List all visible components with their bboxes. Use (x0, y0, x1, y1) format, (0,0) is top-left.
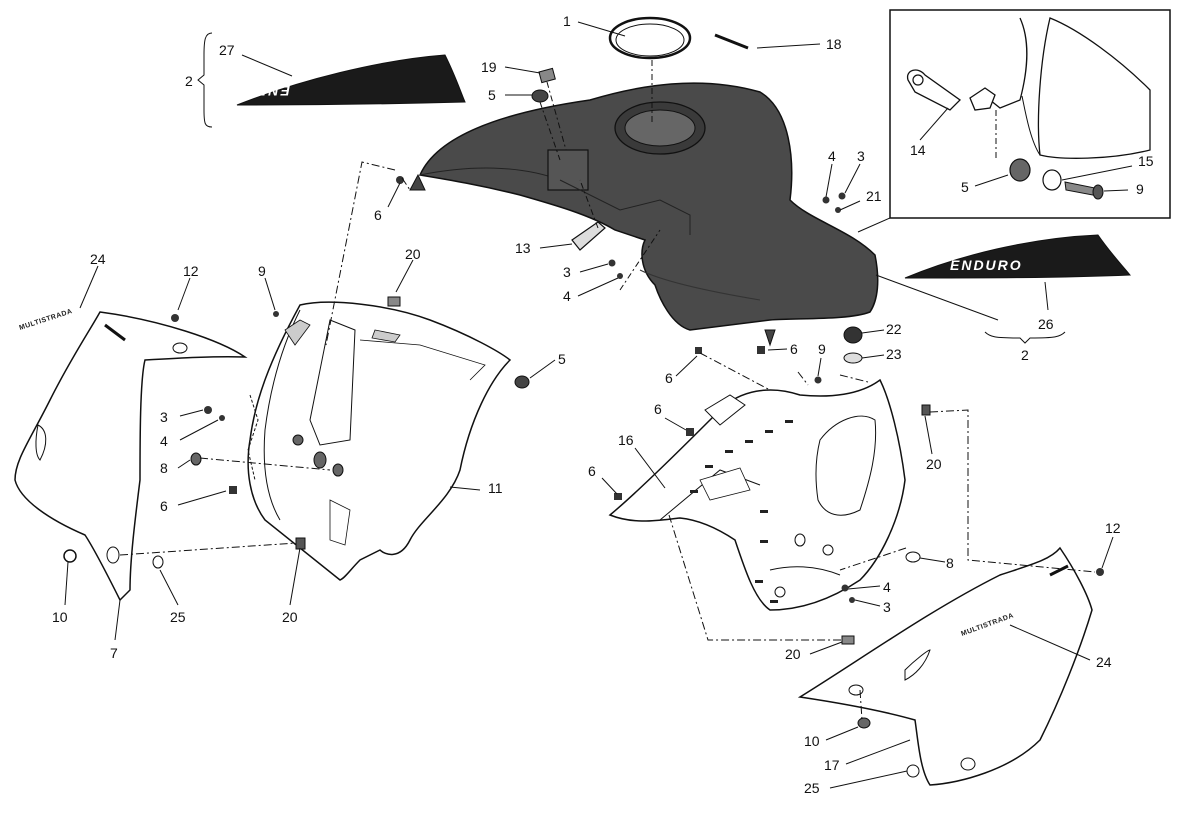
callout-14: 14 (910, 142, 926, 158)
callout-3-tank-right: 3 (857, 148, 865, 164)
callout-4-right: 4 (883, 579, 891, 595)
grommet-5 (1009, 158, 1031, 182)
callout-3-right: 3 (883, 599, 891, 615)
callout-13: 13 (515, 240, 531, 256)
fuel-tank-assembly (396, 16, 879, 364)
callout-23: 23 (886, 346, 902, 362)
screw-9 (1092, 184, 1104, 200)
left-side-panel-7: MULTISTRADA (14, 308, 248, 602)
side-brand-left: MULTISTRADA (18, 308, 73, 332)
callout-19: 19 (481, 59, 497, 75)
callout-16: 16 (618, 432, 634, 448)
callout-20-left: 20 (282, 609, 298, 625)
right-side-panel-17: MULTISTRADA (797, 546, 1104, 786)
callout-6-left: 6 (160, 498, 168, 514)
callout-15: 15 (1138, 153, 1154, 169)
callout-7: 7 (110, 645, 118, 661)
callout-27: 27 (219, 42, 235, 58)
callout-2-left: 2 (185, 73, 193, 89)
callout-10-left: 10 (52, 609, 68, 625)
callout-22: 22 (886, 321, 902, 337)
decal-26-right: ENDURO (904, 234, 1132, 279)
callout-25-left: 25 (170, 609, 186, 625)
callout-3-left: 3 (160, 409, 168, 425)
callout-20-bottom: 20 (785, 646, 801, 662)
filler-ring-1 (608, 16, 692, 60)
left-inner-panel-11 (171, 296, 530, 581)
callout-5-inset: 5 (961, 179, 969, 195)
callout-4-left: 4 (160, 433, 168, 449)
callout-5-top: 5 (488, 87, 496, 103)
decal-27-left: ENDURO (217, 54, 466, 106)
callout-21: 21 (866, 188, 882, 204)
callout-3-tank: 3 (563, 264, 571, 280)
callout-6-tank-bottom: 6 (790, 341, 798, 357)
callout-4-tank: 4 (563, 288, 571, 304)
assembly-lines (119, 161, 1096, 721)
callout-9-right: 9 (818, 341, 826, 357)
detail-inset (857, 9, 1171, 233)
leader-lines (64, 21, 1133, 789)
decal-left-text: ENDURO (217, 83, 290, 99)
callout-20-top: 20 (405, 246, 421, 262)
callout-5-mid: 5 (558, 351, 566, 367)
callout-12-right: 12 (1105, 520, 1121, 536)
right-inner-panel-16 (608, 376, 931, 645)
callout-25-right: 25 (804, 780, 820, 796)
decal-right-text: ENDURO (950, 257, 1023, 273)
callout-6-right-upper: 6 (665, 370, 673, 386)
callout-1: 1 (563, 13, 571, 29)
callout-6-tank-left: 6 (374, 207, 382, 223)
callout-17: 17 (824, 757, 840, 773)
callout-8-left: 8 (160, 460, 168, 476)
callout-26: 26 (1038, 316, 1054, 332)
callout-24-left: 24 (90, 251, 106, 267)
callout-10-right: 10 (804, 733, 820, 749)
callout-9-inset: 9 (1136, 181, 1144, 197)
callout-8-right: 8 (946, 555, 954, 571)
callout-12-left: 12 (183, 263, 199, 279)
callout-20-right: 20 (926, 456, 942, 472)
washer-15 (1042, 169, 1062, 191)
callout-labels: 1 18 19 5 27 2 6 13 3 4 4 3 21 14 5 15 9… (52, 13, 1154, 796)
callout-2-right: 2 (1021, 347, 1029, 363)
tank-body (418, 82, 879, 331)
callout-18: 18 (826, 36, 842, 52)
callout-4-tank-right: 4 (828, 148, 836, 164)
callout-24-right: 24 (1096, 654, 1112, 670)
callout-9-left: 9 (258, 263, 266, 279)
callout-6-right-mid: 6 (654, 401, 662, 417)
callout-6-right-lower: 6 (588, 463, 596, 479)
callout-11: 11 (488, 480, 503, 496)
